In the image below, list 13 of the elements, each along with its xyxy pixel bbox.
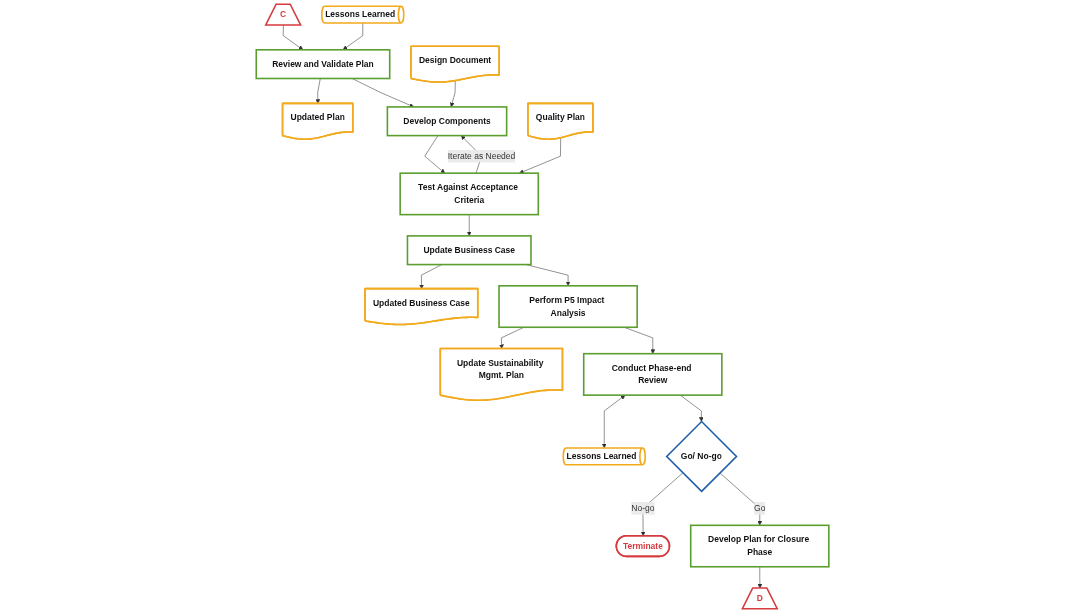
node-box: Update Business Case bbox=[406, 235, 532, 266]
node-text: Lessons Learned bbox=[325, 9, 396, 19]
node-text: Lessons Learned bbox=[566, 451, 637, 461]
node-box: Develop Components bbox=[386, 106, 508, 137]
node-box: Review and Validate Plan bbox=[255, 49, 391, 80]
edge-label: No-go bbox=[631, 503, 655, 513]
node-box: Develop Plan for Closure Phase bbox=[689, 524, 830, 568]
node-box: Test Against Acceptance Criteria bbox=[399, 172, 540, 216]
node-box: Perform P5 Impact Analysis bbox=[498, 285, 638, 329]
edge-label: Go bbox=[754, 503, 766, 513]
edge-label: Iterate as Needed bbox=[447, 151, 516, 161]
node-box: Conduct Phase-end Review bbox=[582, 352, 723, 396]
node-diamond: Go/ No-go bbox=[665, 420, 738, 493]
